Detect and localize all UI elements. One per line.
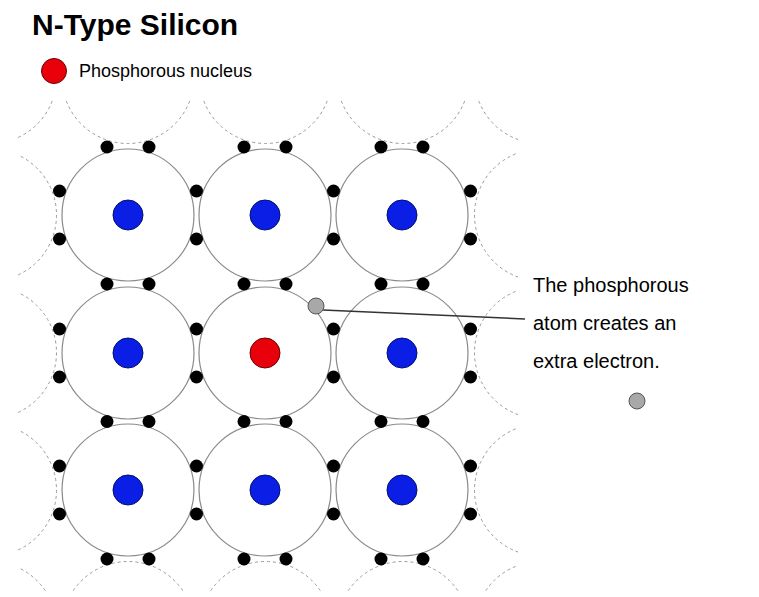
- electron: [190, 233, 203, 246]
- electron: [464, 233, 477, 246]
- silicon-nucleus: [113, 338, 143, 368]
- orbit-dashed: [475, 149, 519, 281]
- electron: [464, 460, 477, 473]
- electron: [375, 278, 388, 291]
- electron: [190, 508, 203, 521]
- silicon-nucleus: [250, 475, 280, 505]
- electron: [238, 141, 251, 154]
- electron: [53, 371, 66, 384]
- electron: [327, 323, 340, 336]
- outer-orbits: [18, 100, 518, 592]
- electron: [190, 323, 203, 336]
- electron: [417, 278, 430, 291]
- orbit-dashed: [18, 100, 57, 144]
- electron: [143, 553, 156, 566]
- electron: [53, 185, 66, 198]
- title: N-Type Silicon: [32, 8, 238, 42]
- electron: [375, 553, 388, 566]
- orbit-dashed: [18, 287, 57, 419]
- electron: [464, 508, 477, 521]
- callout-text: The phosphorous atom creates an extra el…: [533, 266, 705, 380]
- silicon-nucleus: [113, 200, 143, 230]
- orbit-dashed: [200, 100, 332, 144]
- legend-text: Phosphorous nucleus: [79, 61, 252, 82]
- orbit: [62, 424, 194, 556]
- electron: [327, 371, 340, 384]
- electron: [101, 553, 114, 566]
- electron: [417, 141, 430, 154]
- orbit-dashed: [475, 424, 519, 556]
- orbit: [199, 424, 331, 556]
- electron: [375, 141, 388, 154]
- orbit-dashed: [475, 562, 519, 593]
- silicon-nucleus: [387, 338, 417, 368]
- leader-line: [323, 310, 525, 319]
- silicon-nucleus: [250, 200, 280, 230]
- electron: [375, 415, 388, 428]
- electron: [101, 415, 114, 428]
- phosphorus-nucleus: [250, 338, 280, 368]
- electron: [53, 233, 66, 246]
- silicon-nucleus: [113, 475, 143, 505]
- electron: [238, 415, 251, 428]
- nuclei: [113, 200, 417, 505]
- electron: [190, 371, 203, 384]
- electron: [53, 508, 66, 521]
- orbits: [62, 149, 468, 556]
- electron: [327, 460, 340, 473]
- electron: [280, 141, 293, 154]
- orbit-dashed: [62, 100, 194, 144]
- electron: [464, 323, 477, 336]
- electron: [464, 185, 477, 198]
- orbit-dashed: [475, 100, 519, 144]
- electron: [143, 415, 156, 428]
- electron: [190, 185, 203, 198]
- electron: [238, 553, 251, 566]
- electron: [143, 141, 156, 154]
- orbit-dashed: [18, 149, 57, 281]
- electron: [417, 553, 430, 566]
- electron: [464, 371, 477, 384]
- orbit: [199, 149, 331, 281]
- electron: [417, 415, 430, 428]
- electron: [327, 508, 340, 521]
- electron: [53, 323, 66, 336]
- orbit-dashed: [337, 100, 469, 144]
- extra-electron: [308, 298, 324, 314]
- silicon-nucleus: [387, 200, 417, 230]
- orbit: [62, 149, 194, 281]
- electron: [280, 553, 293, 566]
- legend-item: Phosphorous nucleus: [41, 58, 252, 84]
- orbit: [62, 287, 194, 419]
- electron: [280, 415, 293, 428]
- orbit: [336, 287, 468, 419]
- electron: [143, 278, 156, 291]
- electron: [238, 278, 251, 291]
- silicon-nucleus: [387, 475, 417, 505]
- legend-swatch: [41, 58, 67, 84]
- extra-electron: [629, 393, 645, 409]
- electrons: [53, 141, 477, 566]
- electron: [327, 185, 340, 198]
- electron: [327, 233, 340, 246]
- orbit-dashed: [200, 562, 332, 593]
- orbit-dashed: [475, 287, 519, 419]
- electron: [280, 278, 293, 291]
- electron: [53, 460, 66, 473]
- orbit: [199, 287, 331, 419]
- electron: [190, 460, 203, 473]
- orbit: [336, 149, 468, 281]
- electron: [101, 141, 114, 154]
- orbit-dashed: [18, 562, 57, 593]
- orbit-dashed: [18, 424, 57, 556]
- electron: [101, 278, 114, 291]
- orbit-dashed: [62, 562, 194, 593]
- orbit: [336, 424, 468, 556]
- orbit-dashed: [337, 562, 469, 593]
